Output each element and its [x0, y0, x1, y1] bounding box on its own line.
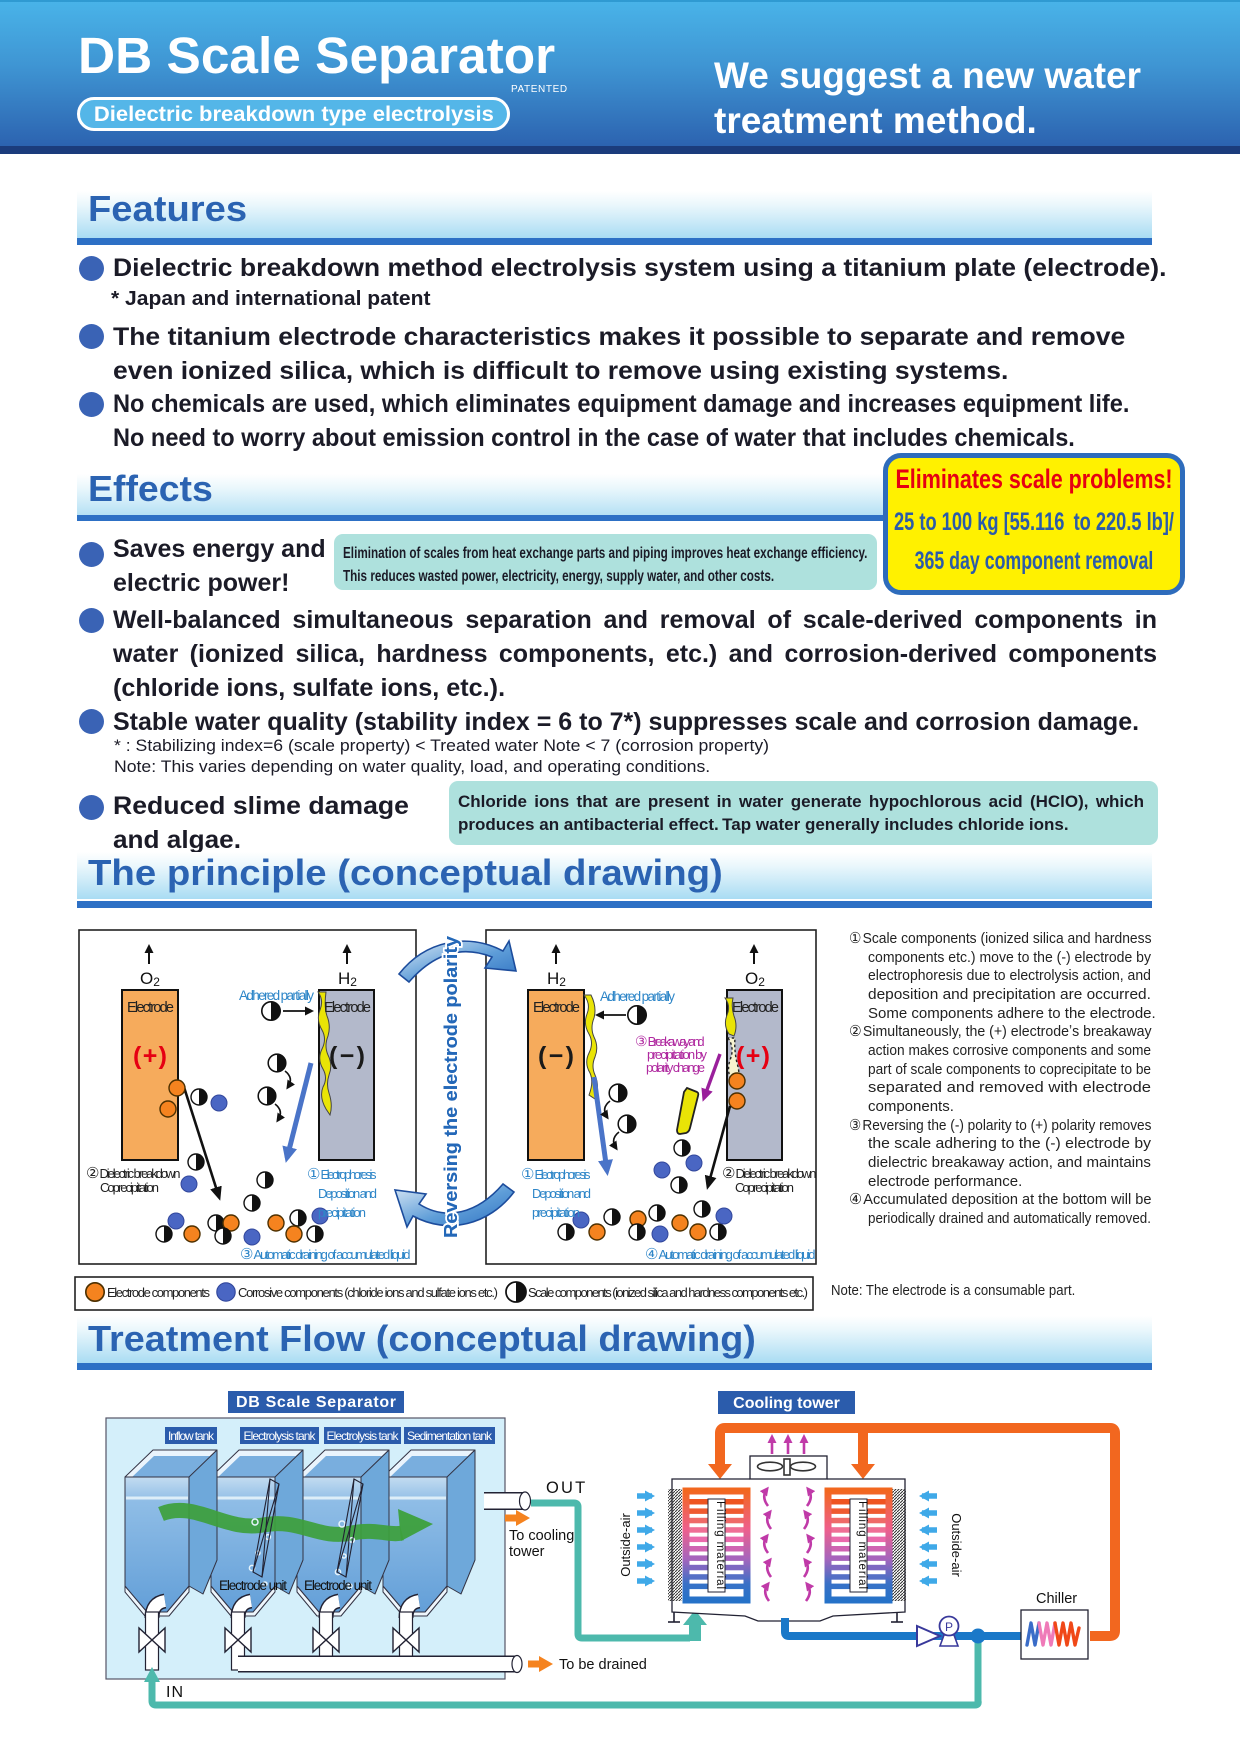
- svg-text:Deposition and: Deposition and: [532, 1186, 591, 1201]
- svg-text:Electrode: Electrode: [732, 1000, 779, 1016]
- svg-text:IN: IN: [166, 1684, 184, 1701]
- svg-text:Electrode unit: Electrode unit: [304, 1578, 372, 1593]
- svg-text:(+): (+): [133, 1042, 167, 1070]
- svg-text:Electrode: Electrode: [533, 1000, 580, 1016]
- svg-text:(+): (+): [736, 1042, 770, 1070]
- svg-text:(−): (−): [329, 1042, 365, 1070]
- svg-text:P: P: [945, 1620, 953, 1634]
- svg-text:Deposition and: Deposition and: [318, 1186, 377, 1201]
- svg-text:precipitation: precipitation: [318, 1205, 366, 1220]
- svg-text:④Automatic draining of accumul: ④Automatic draining of accumulated liqui…: [645, 1246, 815, 1263]
- svg-text:③Breakaway and: ③Breakaway and: [635, 1033, 705, 1049]
- svg-text:precipitation by: precipitation by: [647, 1047, 708, 1062]
- svg-text:OUT: OUT: [546, 1479, 587, 1497]
- svg-text:Electrode: Electrode: [324, 1000, 371, 1016]
- svg-text:(−): (−): [538, 1042, 574, 1070]
- svg-text:DB Scale Separator: DB Scale Separator: [236, 1394, 396, 1411]
- svg-text:②Dielectric breakdown: ②Dielectric breakdown: [722, 1165, 816, 1182]
- svg-text:Outside-air: Outside-air: [949, 1513, 964, 1577]
- svg-text:Scale components (ionized sili: Scale components (ionized silica and har…: [528, 1285, 808, 1300]
- svg-text:Outside-air: Outside-air: [618, 1513, 633, 1577]
- svg-text:Electrode: Electrode: [127, 1000, 174, 1016]
- svg-text:Coprecipitation: Coprecipitation: [735, 1180, 794, 1195]
- svg-text:Cooling tower: Cooling tower: [733, 1395, 840, 1412]
- svg-text:To cooling: To cooling: [509, 1528, 574, 1544]
- svg-text:Adhered partially: Adhered partially: [239, 988, 314, 1003]
- svg-text:Filling material: Filling material: [714, 1501, 726, 1589]
- svg-text:Corrosive components (chloride: Corrosive components (chloride ions and …: [238, 1285, 498, 1300]
- svg-text:polarity change: polarity change: [646, 1060, 705, 1075]
- svg-text:Reversing the electrode polari: Reversing the electrode polarity: [440, 935, 461, 1238]
- svg-text:tower: tower: [509, 1544, 545, 1560]
- svg-text:Inflow tank: Inflow tank: [168, 1429, 215, 1443]
- svg-text:To be drained: To be drained: [559, 1657, 647, 1673]
- svg-text:③Automatic draining of accumul: ③Automatic draining of accumulated liqui…: [240, 1246, 410, 1263]
- svg-text:precipitation: precipitation: [532, 1205, 580, 1220]
- svg-text:Electrode components: Electrode components: [107, 1285, 211, 1300]
- svg-text:Reversing the electrode polari: Reversing the electrode polarity: [440, 935, 461, 1238]
- svg-text:Chiller: Chiller: [1036, 1591, 1077, 1607]
- svg-text:Electrolysis tank: Electrolysis tank: [244, 1429, 317, 1443]
- svg-text:Electrolysis tank: Electrolysis tank: [327, 1429, 400, 1443]
- svg-text:Coprecipitation: Coprecipitation: [100, 1180, 159, 1195]
- svg-text:①Electrophoresis: ①Electrophoresis: [307, 1166, 377, 1183]
- svg-text:Sedimentation tank: Sedimentation tank: [407, 1429, 493, 1443]
- svg-text:①Electrophoresis: ①Electrophoresis: [521, 1166, 591, 1183]
- svg-text:Electrode unit: Electrode unit: [219, 1578, 287, 1593]
- svg-text:②Dielectric breakdown: ②Dielectric breakdown: [86, 1165, 180, 1182]
- svg-text:Adhered partially: Adhered partially: [600, 989, 675, 1004]
